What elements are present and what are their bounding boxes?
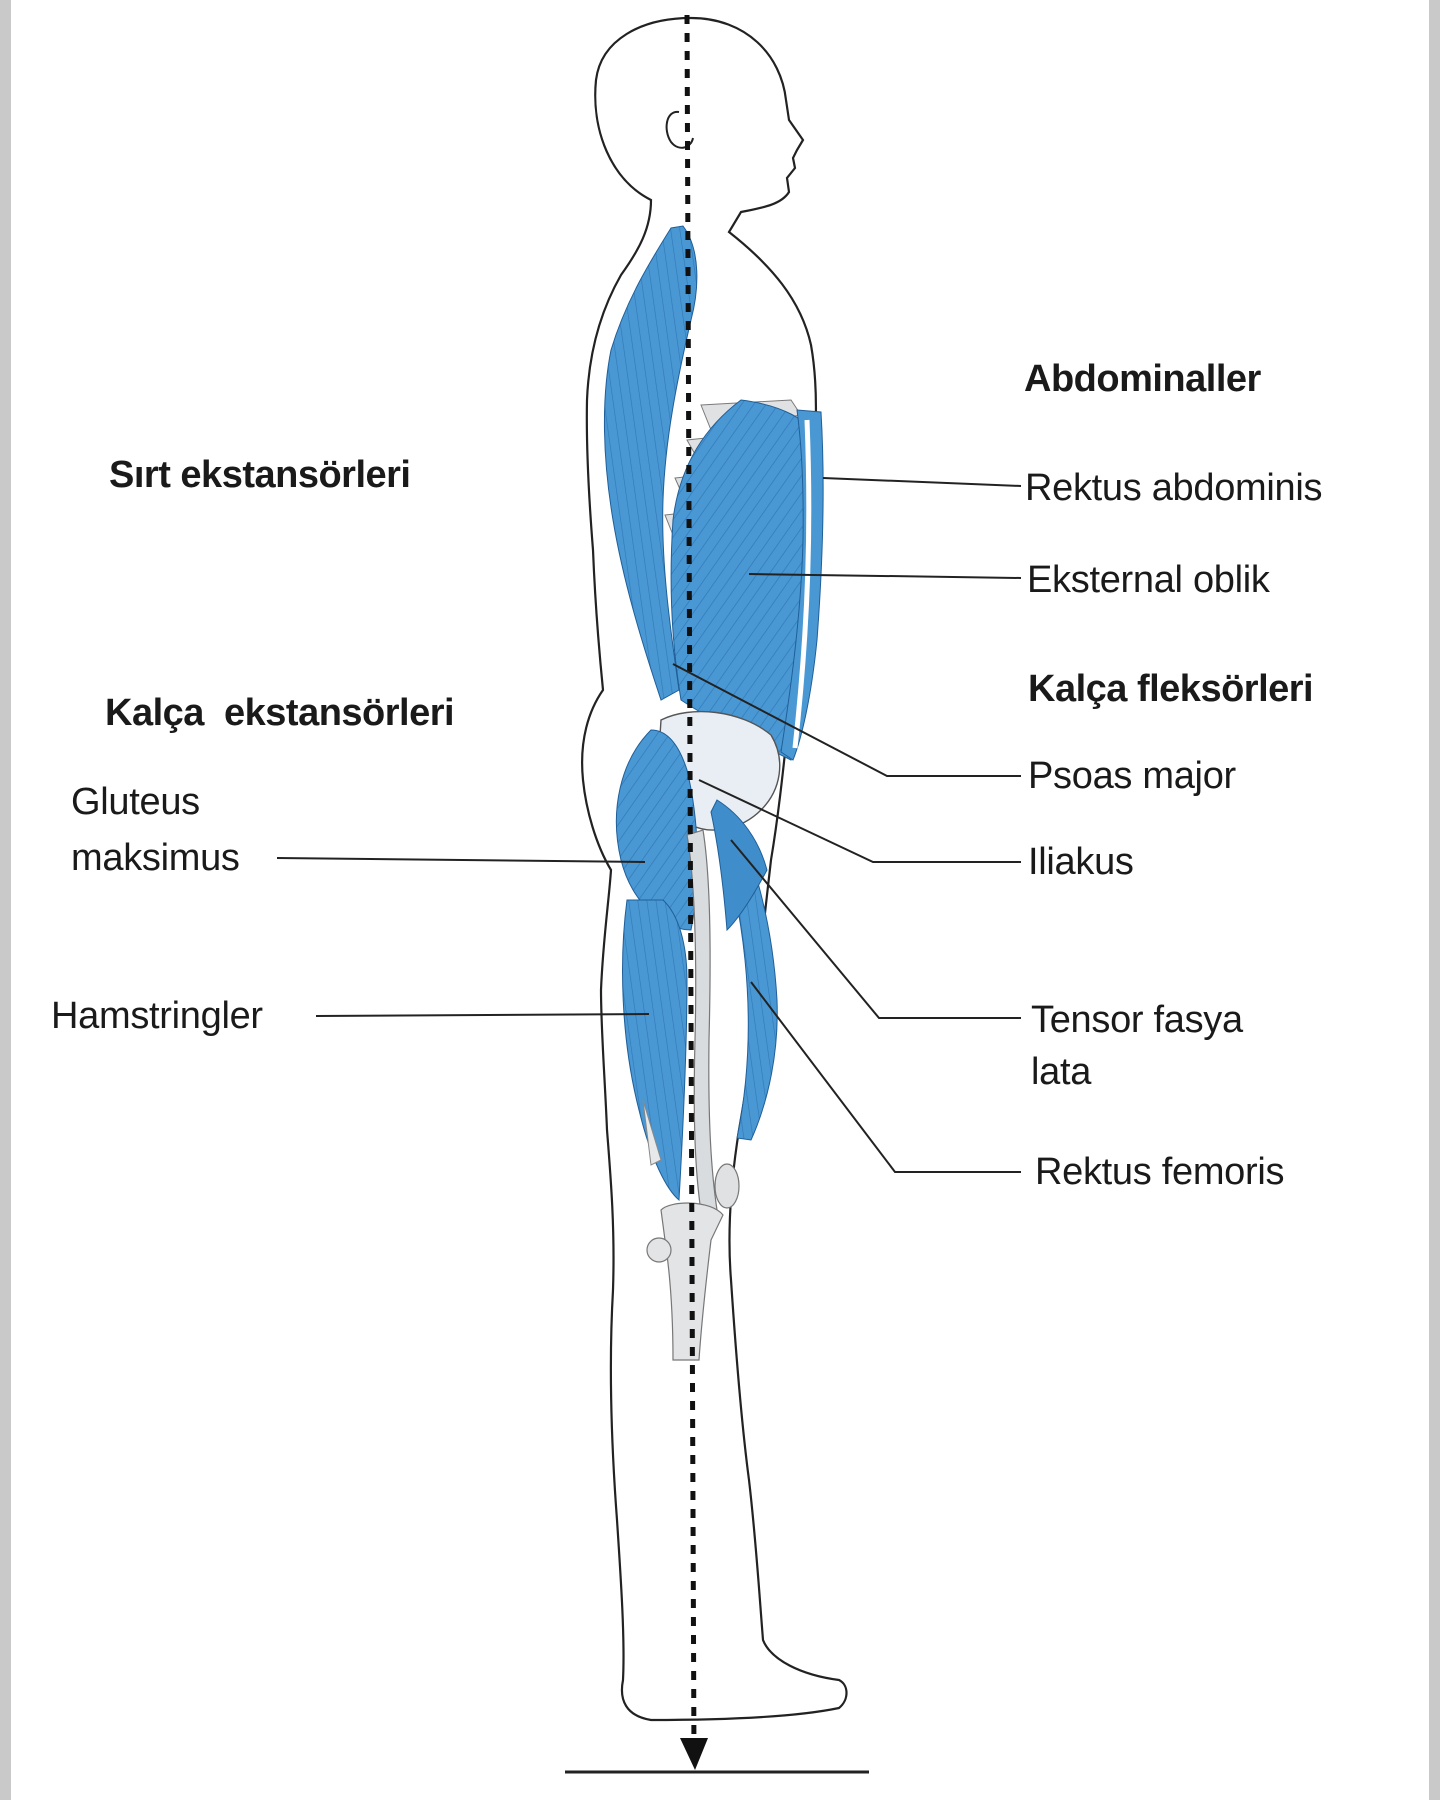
hip-flexors-header: Kalça fleksörleri: [1028, 668, 1314, 710]
fibula-head: [646, 1237, 672, 1263]
label-external-oblique: Eksternal oblik: [1027, 559, 1270, 601]
figure-page: Sırt ekstansörleri Kalça ekstansörleri A…: [11, 0, 1429, 1800]
gluteus-maximus-muscle: [615, 729, 698, 931]
label-gluteus-maximus-line1: Gluteus: [71, 781, 200, 823]
rectus-abdominis-muscle: [780, 409, 824, 761]
hip-extensors-header: Kalça ekstansörleri: [105, 692, 455, 734]
leader-rectus-femoris: [750, 981, 1021, 1173]
hamstring-muscles: [622, 899, 688, 1202]
leader-hamstrings: [315, 1013, 650, 1017]
abdominals-header: Abdominaller: [1024, 358, 1261, 400]
leader-external-oblique: [748, 573, 1022, 579]
linea-alba: [792, 419, 812, 749]
label-gluteus-maximus-line2: maksimus: [71, 837, 240, 879]
anatomy-figure: [276, 14, 1022, 1774]
leader-iliacus: [698, 779, 1021, 863]
label-psoas-major: Psoas major: [1028, 755, 1236, 797]
body-silhouette: [581, 16, 848, 1722]
label-hamstrings: Hamstringler: [51, 995, 263, 1037]
patella-bone: [714, 1163, 740, 1209]
leader-lines: [276, 477, 1022, 1173]
label-tensor-fasya-line2: lata: [1031, 1051, 1092, 1093]
leader-gluteus: [276, 857, 646, 863]
gravity-line: [684, 14, 697, 1761]
leader-rectus-abdominis: [822, 477, 1022, 487]
back-extensors-header-bold: Sırt: [109, 454, 171, 496]
back-extensors-header: Sırt ekstansörleri: [109, 454, 411, 497]
back-extensors-header-rest: ekstansörleri: [180, 454, 411, 496]
hamstring-tendon: [642, 1099, 662, 1166]
label-iliacus: Iliakus: [1028, 841, 1134, 883]
gravity-arrowhead: [680, 1738, 708, 1770]
tensor-fascia-lata-muscle: [710, 799, 768, 932]
label-tensor-fasya-line1: Tensor fasya: [1031, 999, 1243, 1041]
label-rectus-femoris: Rektus femoris: [1035, 1151, 1285, 1193]
label-rectus-abdominis: Rektus abdominis: [1025, 467, 1323, 509]
leader-tensor-fasya: [730, 839, 1021, 1019]
leader-psoas-major: [672, 663, 1021, 777]
